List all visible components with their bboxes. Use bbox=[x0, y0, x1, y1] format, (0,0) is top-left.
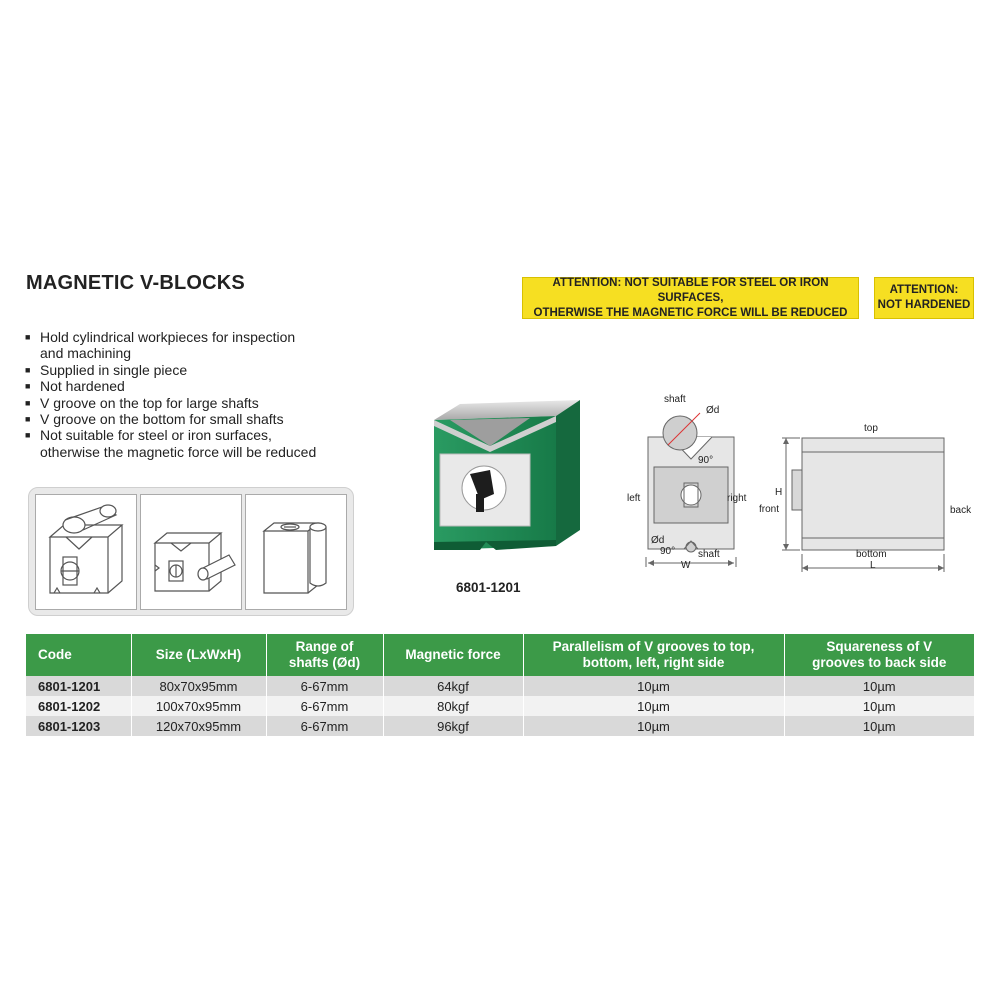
cell-squareness: 10µm bbox=[784, 696, 974, 716]
feature-item: Hold cylindrical workpieces for inspecti… bbox=[24, 329, 316, 346]
feature-item: V groove on the top for large shafts bbox=[24, 395, 316, 412]
v-block-top-shaft-icon bbox=[48, 504, 124, 594]
page-title: MAGNETIC V-BLOCKS bbox=[26, 272, 245, 294]
length-dimension-label: L bbox=[870, 560, 876, 571]
diameter-top-label: Ød bbox=[706, 405, 720, 416]
v-block-side-shaft-icon bbox=[262, 522, 327, 594]
attention-line: NOT HARDENED bbox=[877, 299, 971, 311]
column-header-parallelism: Parallelism of V grooves to top,bottom, … bbox=[523, 634, 785, 676]
cell-code: 6801-1201 bbox=[26, 676, 132, 696]
attention-line: ATTENTION: NOT SUITABLE FOR STEEL OR IRO… bbox=[552, 276, 829, 304]
shaft-top-label: shaft bbox=[664, 394, 686, 405]
cell-code: 6801-1202 bbox=[26, 696, 132, 716]
cell-size: 120x70x95mm bbox=[131, 716, 267, 736]
table-row: 6801-1203 120x70x95mm 6-67mm 96kgf 10µm … bbox=[26, 716, 974, 736]
cell-parallelism: 10µm bbox=[523, 716, 785, 736]
feature-item-continuation: and machining bbox=[40, 345, 132, 362]
cell-parallelism: 10µm bbox=[523, 676, 785, 696]
top-side-label: top bbox=[864, 423, 878, 434]
usage-illustration-panel bbox=[28, 487, 354, 616]
v-block-bottom-shaft-icon bbox=[153, 532, 236, 592]
usage-large-shaft-illustration bbox=[35, 494, 137, 610]
width-dimension-label: W bbox=[681, 560, 691, 571]
cell-squareness: 10µm bbox=[784, 676, 974, 696]
cell-force: 80kgf bbox=[383, 696, 524, 716]
column-header-code: Code bbox=[26, 634, 132, 676]
feature-item: Supplied in single piece bbox=[24, 362, 316, 379]
height-dimension-label: H bbox=[775, 487, 783, 498]
angle-bottom-label: 90° bbox=[660, 546, 676, 557]
feature-list: Hold cylindrical workpieces for inspecti… bbox=[24, 329, 316, 460]
cell-force: 64kgf bbox=[383, 676, 524, 696]
usage-small-shaft-illustration bbox=[140, 494, 242, 610]
cell-squareness: 10µm bbox=[784, 716, 974, 736]
left-side-label: left bbox=[627, 493, 641, 504]
feature-item: V groove on the bottom for small shafts bbox=[24, 411, 316, 428]
cell-parallelism: 10µm bbox=[523, 696, 785, 716]
attention-line: ATTENTION: bbox=[889, 284, 959, 296]
cell-range: 6-67mm bbox=[266, 716, 384, 736]
column-header-force: Magnetic force bbox=[383, 634, 524, 676]
feature-item-continuation: otherwise the magnetic force will be red… bbox=[40, 443, 317, 460]
bottom-side-label: bottom bbox=[856, 549, 887, 560]
cell-range: 6-67mm bbox=[266, 676, 384, 696]
attention-line: OTHERWISE THE MAGNETIC FORCE WILL BE RED… bbox=[533, 306, 848, 319]
table-row: 6801-1201 80x70x95mm 6-67mm 64kgf 10µm 1… bbox=[26, 676, 974, 696]
table-row: 6801-1202 100x70x95mm 6-67mm 80kgf 10µm … bbox=[26, 696, 974, 716]
attention-hardness-warning: ATTENTION: NOT HARDENED bbox=[874, 277, 974, 319]
cell-force: 96kgf bbox=[383, 716, 524, 736]
product-model-label: 6801-1201 bbox=[456, 580, 521, 595]
cell-size: 100x70x95mm bbox=[131, 696, 267, 716]
cell-code: 6801-1203 bbox=[26, 716, 132, 736]
usage-side-shaft-illustration bbox=[245, 494, 347, 610]
front-side-label: front bbox=[759, 504, 780, 515]
attention-surface-warning: ATTENTION: NOT SUITABLE FOR STEEL OR IRO… bbox=[522, 277, 859, 319]
feature-item: Not suitable for steel or iron surfaces, bbox=[24, 427, 316, 444]
cell-range: 6-67mm bbox=[266, 696, 384, 716]
back-side-label: back bbox=[950, 505, 972, 516]
angle-top-label: 90° bbox=[698, 455, 714, 466]
shaft-bottom-label: shaft bbox=[698, 549, 720, 560]
cell-size: 80x70x95mm bbox=[131, 676, 267, 696]
v-block-product-image bbox=[434, 400, 580, 550]
diameter-bottom-label: Ød bbox=[651, 535, 665, 546]
feature-item: Not hardened bbox=[24, 378, 316, 395]
side-view-diagram bbox=[782, 437, 945, 572]
right-side-label: right bbox=[727, 493, 747, 504]
front-view-diagram bbox=[645, 412, 737, 567]
column-header-size: Size (LxWxH) bbox=[131, 634, 267, 676]
